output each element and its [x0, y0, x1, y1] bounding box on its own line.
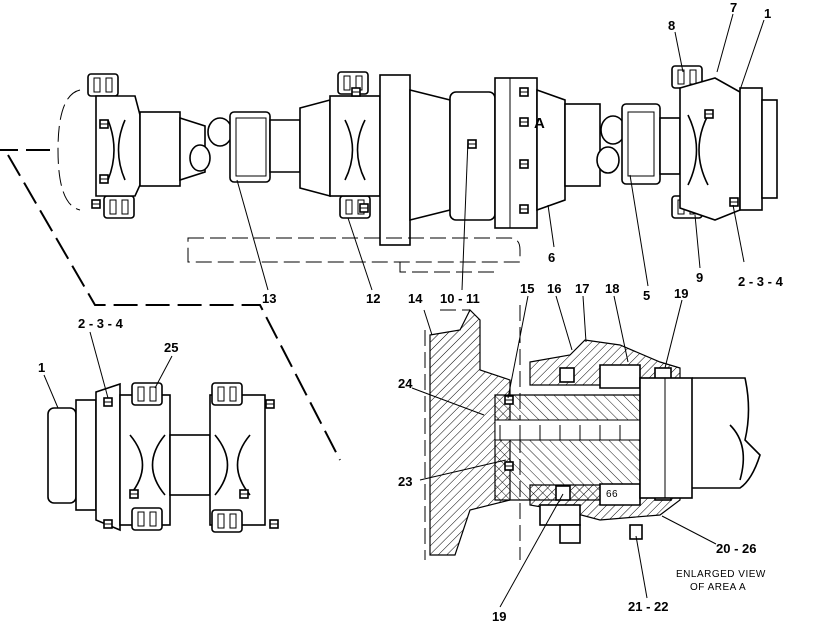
left-universal-joint — [87, 73, 206, 219]
callout-6: 6 — [548, 250, 555, 265]
right-shaft-5 — [596, 103, 681, 185]
callout-1-left: 1 — [38, 360, 45, 375]
center-bearing-housing — [379, 74, 601, 246]
enlarged-view-note-line2: OF AREA A — [690, 582, 746, 593]
callout-7: 7 — [730, 0, 737, 15]
right-universal-joint — [671, 65, 778, 221]
ghost-frame-lower — [187, 237, 521, 263]
left-coupling-assembly — [47, 382, 279, 533]
spline-lines — [499, 425, 621, 440]
top-shaft-assembly — [57, 65, 778, 273]
enlarged-view-note-line1: ENLARGED VIEW — [676, 569, 766, 580]
callout-18: 18 — [605, 281, 619, 296]
callout-1-top: 1 — [764, 6, 771, 21]
callout-8: 8 — [668, 18, 675, 33]
callout-66: 66 — [606, 489, 618, 500]
callout-16: 16 — [547, 281, 561, 296]
callout-14: 14 — [408, 291, 423, 306]
callout-area-a: A — [534, 115, 545, 132]
callout-2-3-4-right: 2 - 3 - 4 — [738, 274, 784, 289]
callout-25: 25 — [164, 340, 178, 355]
left-flange-ghost — [57, 89, 81, 211]
callout-23: 23 — [398, 474, 412, 489]
callout-15: 15 — [520, 281, 534, 296]
callout-19-bottom: 19 — [492, 609, 506, 624]
callout-20-26: 20 - 26 — [716, 541, 756, 556]
leader-lines — [43, 13, 765, 608]
callout-5: 5 — [643, 288, 650, 303]
callout-9: 9 — [696, 270, 703, 285]
callout-labels: 1 7 8 A 6 5 9 2 - 3 - 4 13 12 10 - 11 2 … — [38, 0, 784, 624]
center-universal-joint-12 — [329, 71, 381, 219]
callout-17: 17 — [575, 281, 589, 296]
callout-24: 24 — [398, 376, 413, 391]
enlarged-section-view — [424, 305, 761, 560]
callout-10-11: 10 - 11 — [440, 291, 480, 306]
intermediate-shaft-13 — [189, 98, 331, 198]
callout-12: 12 — [366, 291, 380, 306]
callout-2-3-4-left: 2 - 3 - 4 — [78, 316, 124, 331]
callout-13: 13 — [262, 291, 276, 306]
callout-21-22: 21 - 22 — [628, 599, 668, 614]
detail-connector-dashed — [0, 149, 341, 461]
callout-19-top: 19 — [674, 286, 688, 301]
